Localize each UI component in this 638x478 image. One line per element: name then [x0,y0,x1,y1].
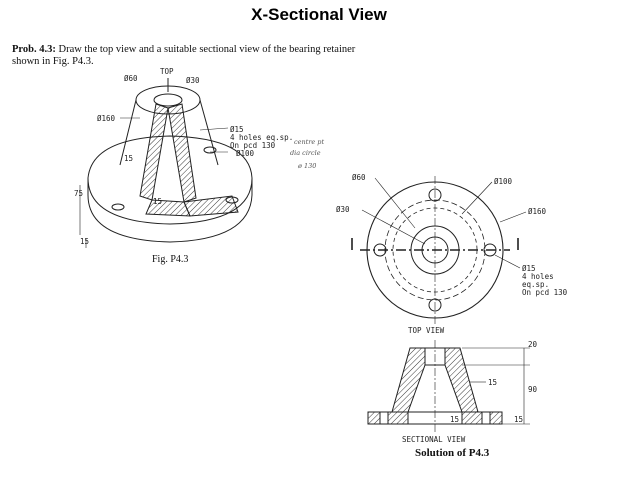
tv-label-d15: Ø15 [522,264,536,273]
bolt-hole-back [203,146,217,154]
tv-caption: TOP VIEW [408,326,445,335]
iso-label-d160: Ø160 [97,114,116,123]
leader-d15 [199,127,229,131]
tv-label-holes2: eq.sp. [522,280,549,289]
sectional-view [367,340,530,432]
section-wall-left [139,103,169,201]
sv-hole-right [481,411,491,425]
problem-statement: Prob. 4.3: Draw the top view and a suita… [12,44,372,68]
iso-label-pcd: On pcd 130 [230,141,276,150]
sv-wall-right [444,347,479,413]
section-wall-right [167,103,197,203]
tv-label-holes1: 4 holes [522,272,554,281]
bolt-hole-left [111,203,125,211]
iso-label-d60: Ø60 [124,74,138,83]
iso-label-75: 75 [74,189,83,198]
iso-label-15a: 15 [124,154,133,163]
top-view [351,176,527,324]
problem-text: Draw the top view and a suitable section… [12,44,356,67]
leader-tv-d60 [374,177,416,229]
handwritten-note-1: centre pt [294,138,324,146]
hub-left-side [119,99,137,166]
iso-label-holes: 4 holes eq.sp. [230,133,293,142]
flange-top-back [87,135,253,179]
leader-tv-d15 [494,254,521,269]
sv-label-15b: 15 [450,415,459,424]
sv-label-90: 90 [528,385,538,394]
sv-caption: SECTIONAL VIEW [402,435,466,444]
solution-caption: Solution of P4.3 [415,447,490,459]
sv-label-15c: 15 [514,415,523,424]
page-title: X-Sectional View [251,5,387,24]
iso-caption: Fig. P4.3 [152,254,188,265]
sv-wall-left [391,347,426,413]
problem-number: Prob. 4.3: [12,44,56,55]
flange-top-front [87,177,253,225]
tv-label-d160: Ø160 [528,207,547,216]
isometric-view [79,78,253,248]
hub-right-side [199,99,219,166]
leader-tv-d100 [461,181,493,215]
iso-label-d30: Ø30 [186,76,200,85]
handwritten-note-2: dia circle [290,149,321,157]
sv-label-20: 20 [528,340,538,349]
tv-label-d60: Ø60 [352,173,366,182]
iso-label-d15: Ø15 [230,125,244,134]
tv-label-d30: Ø30 [336,205,350,214]
flange-outer-bottom [87,194,253,243]
hub-top-bore [153,93,183,107]
tv-label-pcd: On pcd 130 [522,288,568,297]
handwritten-note-3: ø 130 [297,162,316,170]
iso-label-d100: Ø100 [236,149,255,158]
iso-label-15b: 15 [153,197,162,206]
tv-label-d100: Ø100 [494,177,513,186]
sv-hole-left [379,411,389,425]
iso-label-15c: 15 [80,237,89,246]
iso-label-top: TOP [160,67,174,76]
bolt-hole-right [225,196,239,204]
section-flange-right [183,195,239,217]
leader-tv-d30 [361,209,426,245]
sv-label-15a: 15 [488,378,497,387]
leader-tv-d160 [499,211,527,223]
